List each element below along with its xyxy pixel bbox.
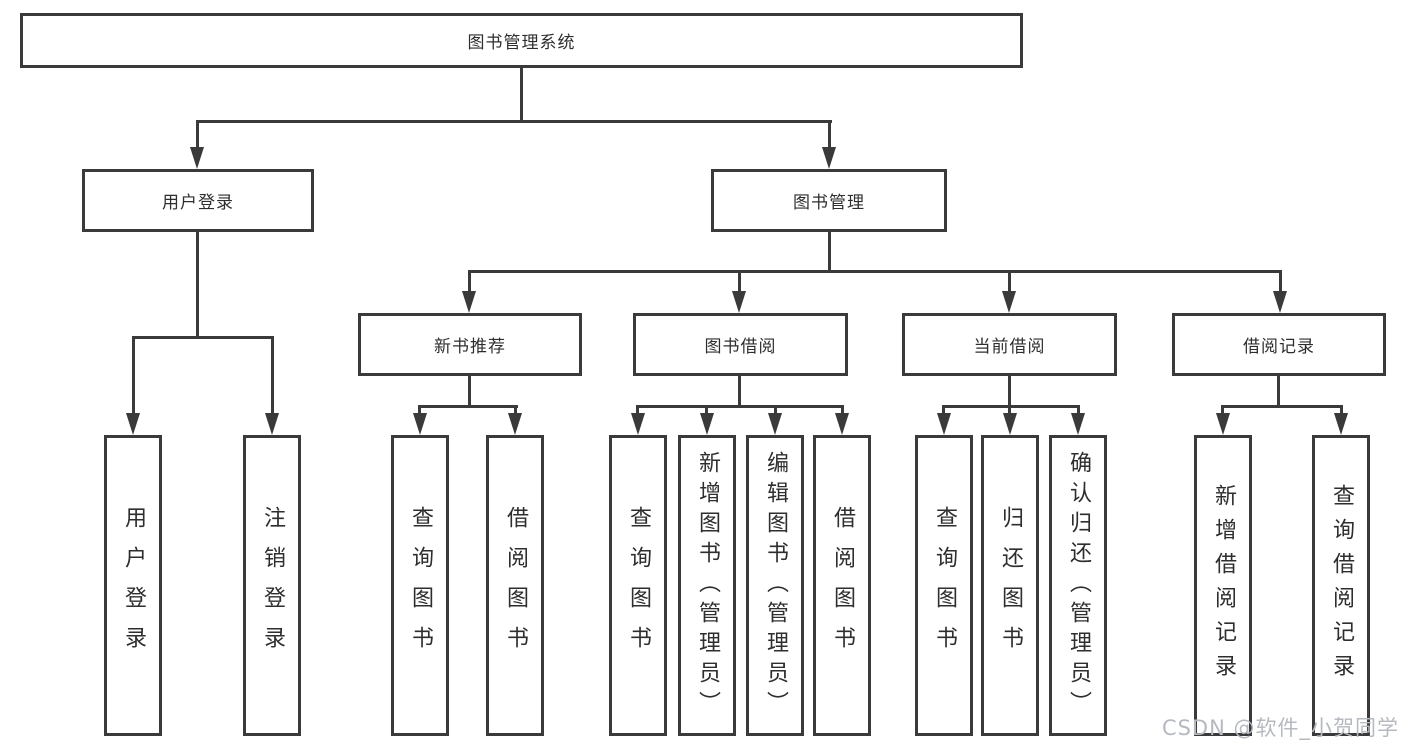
connector-line bbox=[1221, 405, 1224, 417]
connector-line bbox=[196, 120, 832, 123]
leaf-label: 确认归还（管理员） bbox=[1066, 450, 1091, 721]
connector-line bbox=[705, 405, 708, 417]
connector-line bbox=[1221, 405, 1343, 408]
arrow-down-icon bbox=[462, 291, 476, 313]
connector-line bbox=[418, 405, 421, 417]
node-library-system: 图书管理系统 bbox=[20, 13, 1023, 68]
connector-line bbox=[514, 405, 517, 417]
connector-line bbox=[942, 405, 1080, 408]
node-new-book-recommend: 新书推荐 bbox=[358, 313, 582, 376]
connector-line bbox=[468, 376, 471, 408]
leaf-label: 注销登录 bbox=[260, 505, 285, 666]
arrow-down-icon bbox=[1216, 413, 1230, 435]
arrow-down-icon bbox=[126, 413, 140, 435]
connector-line bbox=[196, 120, 199, 152]
arrow-down-icon bbox=[1003, 413, 1017, 435]
arrow-down-icon bbox=[508, 413, 522, 435]
leaf-borrow-books-2: 借阅图书 bbox=[813, 435, 871, 736]
leaf-label: 归还图书 bbox=[998, 505, 1023, 666]
leaf-query-books-1: 查询图书 bbox=[391, 435, 449, 736]
arrow-down-icon bbox=[1273, 291, 1287, 313]
connector-line bbox=[520, 68, 523, 123]
leaf-confirm-return-admin: 确认归还（管理员） bbox=[1049, 435, 1107, 736]
node-book-borrowing: 图书借阅 bbox=[633, 313, 848, 376]
node-borrow-records: 借阅记录 bbox=[1172, 313, 1386, 376]
arrow-down-icon bbox=[1334, 413, 1348, 435]
connector-line bbox=[1008, 270, 1011, 295]
arrow-down-icon bbox=[1071, 413, 1085, 435]
arrow-down-icon bbox=[732, 291, 746, 313]
connector-line bbox=[774, 405, 777, 417]
connector-line bbox=[1277, 376, 1280, 408]
leaf-label: 查询图书 bbox=[932, 505, 957, 666]
connector-line bbox=[1008, 405, 1011, 417]
leaf-label: 查询图书 bbox=[626, 505, 651, 666]
connector-line bbox=[468, 270, 1282, 273]
connector-line bbox=[1008, 376, 1011, 408]
connector-line bbox=[738, 376, 741, 408]
arrow-down-icon bbox=[631, 413, 645, 435]
leaf-label: 查询图书 bbox=[408, 505, 433, 666]
arrow-down-icon bbox=[265, 413, 279, 435]
leaf-label: 新增借阅记录 bbox=[1211, 483, 1236, 688]
leaf-return-books: 归还图书 bbox=[981, 435, 1039, 736]
leaf-label: 新增图书（管理员） bbox=[695, 450, 720, 721]
connector-line bbox=[636, 405, 639, 417]
arrow-down-icon bbox=[190, 147, 204, 169]
arrow-down-icon bbox=[413, 413, 427, 435]
watermark: CSDN @软件_小贺同学 bbox=[1161, 716, 1399, 740]
arrow-down-icon bbox=[1002, 291, 1016, 313]
node-current-borrowing: 当前借阅 bbox=[902, 313, 1117, 376]
connector-line bbox=[418, 405, 518, 408]
leaf-borrow-books-1: 借阅图书 bbox=[486, 435, 544, 736]
leaf-label: 用户登录 bbox=[121, 505, 146, 666]
leaf-query-books-2: 查询图书 bbox=[609, 435, 667, 736]
arrow-down-icon bbox=[822, 147, 836, 169]
node-book-management: 图书管理 bbox=[711, 169, 947, 232]
connector-line bbox=[942, 405, 945, 417]
arrow-down-icon bbox=[835, 413, 849, 435]
leaf-query-borrow-record: 查询借阅记录 bbox=[1312, 435, 1370, 736]
leaf-label: 借阅图书 bbox=[830, 505, 855, 666]
connector-line bbox=[132, 336, 135, 416]
connector-line bbox=[841, 405, 844, 417]
leaf-label: 借阅图书 bbox=[503, 505, 528, 666]
connector-line bbox=[271, 336, 274, 416]
leaf-label: 编辑图书（管理员） bbox=[763, 450, 788, 721]
connector-line bbox=[636, 405, 844, 408]
connector-line bbox=[738, 270, 741, 295]
connector-line bbox=[828, 232, 831, 272]
leaf-logout-login: 注销登录 bbox=[243, 435, 301, 736]
connector-line bbox=[828, 120, 831, 152]
connector-line bbox=[468, 270, 471, 295]
connector-line bbox=[1279, 270, 1282, 295]
leaf-label: 查询借阅记录 bbox=[1329, 483, 1354, 688]
leaf-add-book-admin: 新增图书（管理员） bbox=[678, 435, 736, 736]
arrow-down-icon bbox=[768, 413, 782, 435]
connector-line bbox=[1340, 405, 1343, 417]
leaf-user-login: 用户登录 bbox=[104, 435, 162, 736]
arrow-down-icon bbox=[937, 413, 951, 435]
connector-line bbox=[196, 232, 199, 336]
node-user-login: 用户登录 bbox=[82, 169, 314, 232]
leaf-edit-book-admin: 编辑图书（管理员） bbox=[746, 435, 804, 736]
leaf-query-books-3: 查询图书 bbox=[915, 435, 973, 736]
connector-line bbox=[1077, 405, 1080, 417]
leaf-add-borrow-record: 新增借阅记录 bbox=[1194, 435, 1252, 736]
arrow-down-icon bbox=[700, 413, 714, 435]
connector-line bbox=[132, 336, 274, 339]
